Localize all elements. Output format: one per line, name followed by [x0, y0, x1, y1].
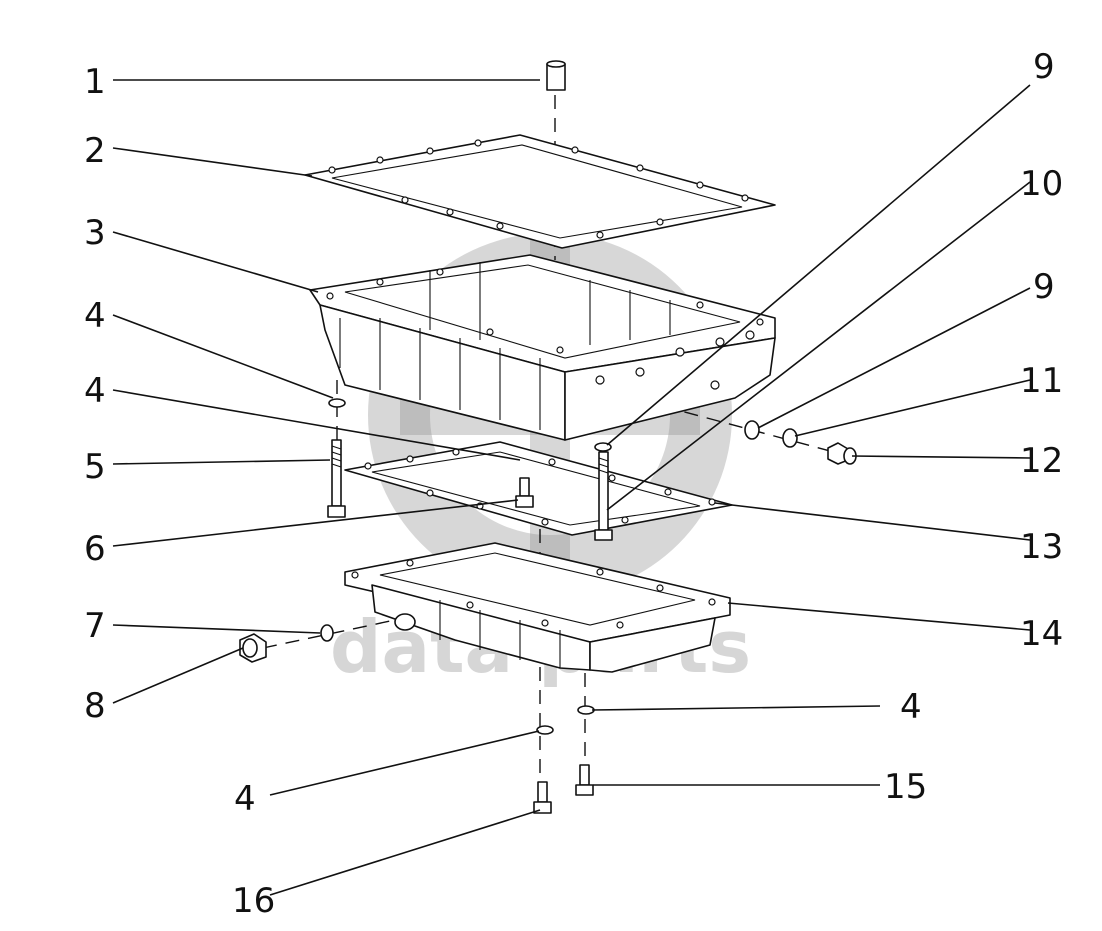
- callout-6: 6: [84, 529, 106, 569]
- callout-2: 2: [84, 131, 106, 171]
- callout-16: 16: [232, 881, 275, 921]
- callout-5: 5: [84, 447, 106, 487]
- part-stud-bolt: [594, 451, 613, 541]
- part-short-bolt: [515, 477, 534, 508]
- callout-4b: 4: [84, 371, 106, 411]
- callout-1: 1: [84, 62, 106, 102]
- part-side-plug: [827, 442, 857, 465]
- part-flat-washer: [782, 428, 798, 448]
- part-upper-oil-pan: [309, 254, 776, 441]
- callout-4d: 4: [234, 779, 256, 819]
- callout-12: 12: [1020, 441, 1063, 481]
- callout-9b: 9: [1033, 267, 1055, 307]
- callout-10: 10: [1020, 164, 1063, 204]
- part-upper-gasket: [304, 134, 776, 249]
- callout-13: 13: [1020, 527, 1063, 567]
- part-sealing-washer: [744, 420, 760, 440]
- part-bolt-lower-right: [575, 764, 594, 796]
- part-drain-plug: [239, 633, 267, 663]
- callout-4a: 4: [84, 296, 106, 336]
- callout-7: 7: [84, 606, 106, 646]
- callout-9a: 9: [1033, 47, 1055, 87]
- callout-11: 11: [1020, 361, 1063, 401]
- part-bolt-lower-center: [533, 781, 552, 814]
- leader-lines: [112, 79, 1031, 896]
- part-lower-oil-pan: [344, 542, 731, 673]
- part-dowel-sleeve: [546, 60, 566, 91]
- callout-8: 8: [84, 686, 106, 726]
- callout-numbers: 1 2 3 4 4 5 6 7 8 9 10 9 11 12 13 14 4 4…: [84, 47, 1063, 921]
- callout-14: 14: [1020, 614, 1063, 654]
- callout-4c: 4: [900, 687, 922, 727]
- callout-3: 3: [84, 213, 106, 253]
- callout-15: 15: [884, 767, 927, 807]
- part-o-ring: [320, 624, 334, 642]
- part-long-bolt: [327, 439, 346, 518]
